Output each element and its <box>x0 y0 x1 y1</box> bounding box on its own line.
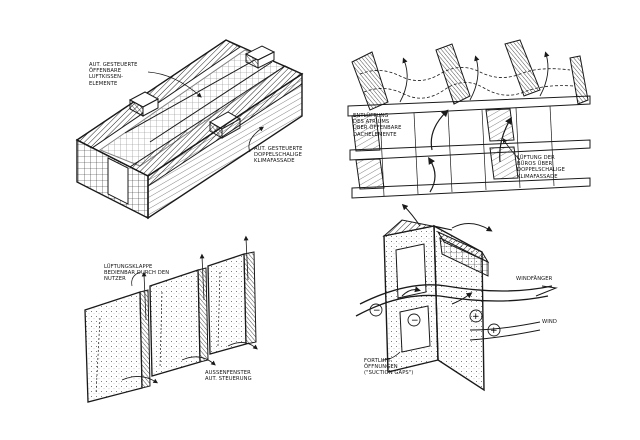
label-line: ELEMENTE <box>89 80 118 87</box>
label-office-ventilation: LÜFTUNG DER BÜROS ÜBER DOPPELSCHALIGE KL… <box>517 155 565 180</box>
window-panels <box>84 235 258 403</box>
label-line: KLIMAFASSADE <box>254 158 295 165</box>
label-line: BEDIENBAR DURCH DEN <box>104 270 170 277</box>
label-atrium-ventilation: ENTLÜFTUNG DES ATRIUMS ÜBER ÖFFENBARE DA… <box>353 113 402 138</box>
label-wind: WIND <box>542 319 557 325</box>
minus-sign-1: − <box>373 306 381 316</box>
label-line: AUT. GESTEUERTE <box>89 62 138 68</box>
label-line: DES ATRIUMS <box>353 119 390 126</box>
label-wind-catcher: WINDFÄNGER <box>516 276 552 282</box>
label-ventilation-flap: LÜFTUNGSKLAPPE BEDIENBAR DURCH DEN NUTZE… <box>104 264 169 283</box>
label-line: ÖFFNUNGEN <box>364 364 398 371</box>
label-line: ENTLÜFTUNG <box>353 113 389 119</box>
label-line: KLIMAFASSADE <box>517 173 558 180</box>
label-double-skin-facade: AUT. GESTEUERTE DOPPELSCHALIGE KLIMAFASS… <box>254 146 302 165</box>
label-line: LÜFTUNGSKLAPPE <box>104 264 153 270</box>
label-line: ÖFFENBARE <box>89 68 122 75</box>
label-line: WINDFÄNGER <box>516 276 553 282</box>
label-line: BÜROS ÜBER <box>517 161 553 168</box>
building-isometric <box>75 39 304 220</box>
label-line: WIND <box>542 319 557 325</box>
label-line: DOPPELSCHALIGE <box>517 167 565 174</box>
label-line: AUSSENFENSTER <box>205 370 251 376</box>
label-line: AUT. STEUERUNG <box>205 376 252 383</box>
facade-wind <box>355 203 558 392</box>
label-line: ("SUCTION GAPS") <box>364 370 414 377</box>
label-line: LÜFTUNG DER <box>517 155 555 161</box>
plus-sign-2: + <box>490 326 498 336</box>
label-line: NUTZER <box>104 276 126 283</box>
label-outer-window: AUSSENFENSTER AUT. STEUERUNG <box>205 370 252 382</box>
label-air-cushion-elements: AUT. GESTEUERTE ÖFFENBARE LUFTKISSEN- EL… <box>89 62 137 87</box>
atrium-section <box>347 39 591 199</box>
label-line: ÜBER ÖFFENBARE <box>353 125 402 132</box>
label-exhaust-openings: FORTLUFT- ÖFFNUNGEN ("SUCTION GAPS") <box>364 358 413 377</box>
label-line: DACHELEMENTE <box>353 131 397 138</box>
label-line: AUT. GESTEUERTE <box>254 146 303 152</box>
minus-sign-2: − <box>411 316 419 326</box>
label-line: LUFTKISSEN- <box>89 74 124 81</box>
label-line: FORTLUFT- <box>364 358 393 364</box>
label-line: DOPPELSCHALIGE <box>254 152 302 159</box>
plus-sign-1: + <box>472 312 480 322</box>
